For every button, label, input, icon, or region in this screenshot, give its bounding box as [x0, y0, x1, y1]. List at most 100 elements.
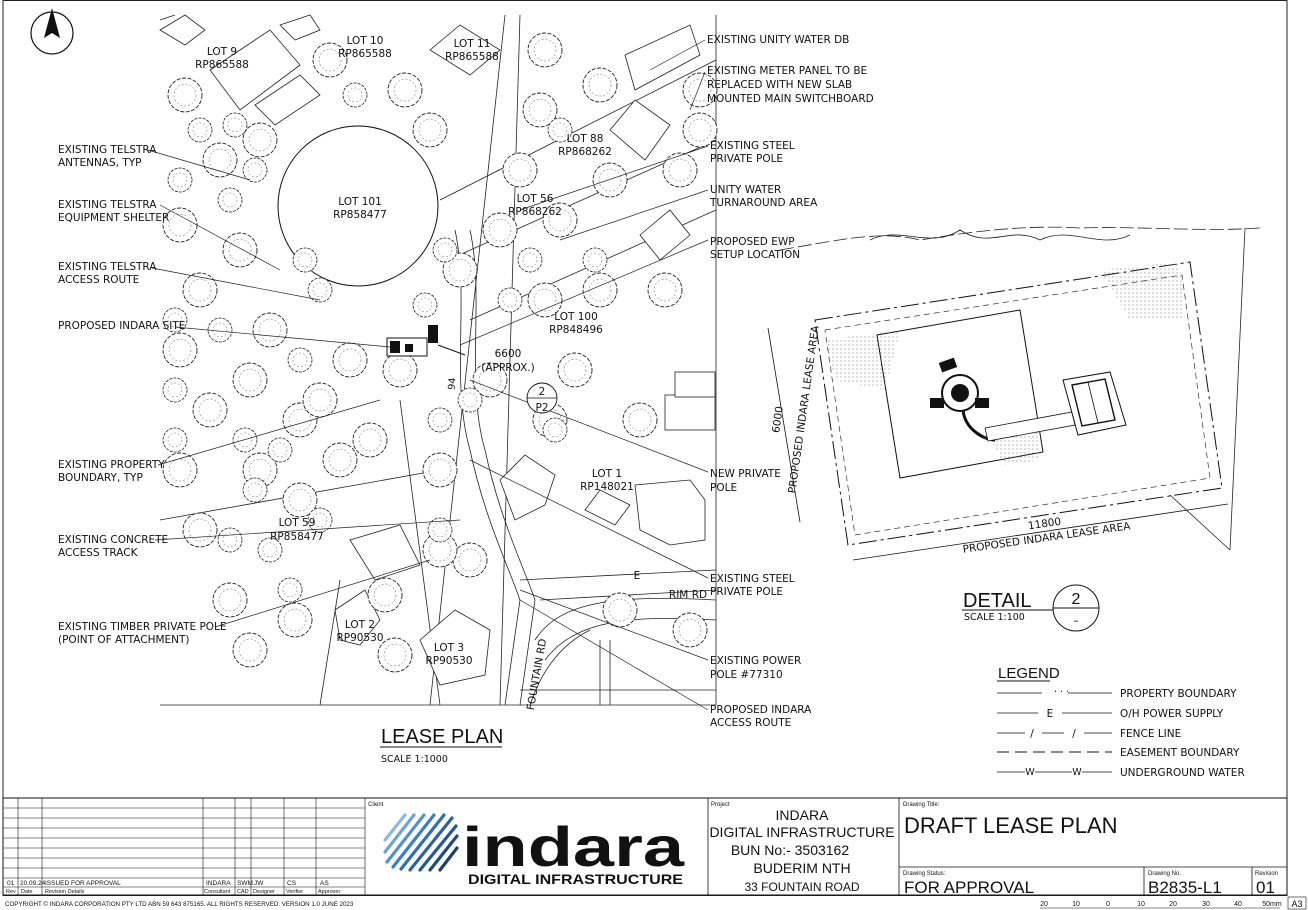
scale-tick: 30 [1202, 901, 1210, 908]
lot-label: LOT 3 [434, 642, 464, 654]
cad-cell: SWM [237, 880, 253, 887]
revision-value: 01 [1256, 878, 1275, 897]
svg-text:W: W [1072, 767, 1082, 778]
client-label: Client [368, 802, 384, 808]
callout-line: (POINT OF ATTACHMENT) [58, 634, 190, 646]
lot-101-tank [277, 125, 439, 287]
callout-line: EXISTING CONCRETE [58, 534, 168, 546]
svg-text:· · ·: · · · [1054, 687, 1069, 698]
project-info: INDARA DIGITAL INFRASTRUCTURE BUN No:- 3… [709, 807, 894, 894]
scale-tick: 10 [1137, 901, 1145, 908]
lot-rp: RP865588 [195, 59, 249, 71]
scale-tick: 0 [1106, 901, 1110, 908]
lot-rp: RP868262 [508, 206, 562, 218]
drawing-status: FOR APPROVAL [904, 878, 1034, 897]
lease-plan-scale: SCALE 1:1000 [381, 754, 448, 765]
callout-line: EXISTING TELSTRA [58, 261, 157, 273]
callout-line: PRIVATE POLE [710, 153, 783, 165]
callout-line: SETUP LOCATION [710, 249, 800, 261]
rev-cell: 01 [7, 880, 15, 887]
legend-label: O/H POWER SUPPLY [1120, 708, 1224, 720]
header-rev: Rev [6, 889, 16, 895]
detail-ref-number: 2 [1072, 591, 1081, 608]
lot-label: LOT 9 [207, 46, 237, 58]
leader-lines-left [147, 149, 461, 628]
detail-ref-number: 2 [539, 386, 546, 398]
dimension-approx: (APPROX.) [481, 362, 534, 374]
callout-line: EXISTING UNITY WATER DB [707, 34, 849, 46]
legend-mark: / [1030, 728, 1034, 740]
callout-line: ACCESS ROUTE [710, 717, 791, 729]
road-label-fountain-rd: FOUNTAIN RD [525, 638, 549, 711]
lot-rp: RP858477 [270, 531, 324, 543]
legend-item-oh-power: E O/H POWER SUPPLY [997, 708, 1224, 720]
callout-line: BOUNDARY, TYP [58, 472, 143, 484]
legend-mark: E [1047, 708, 1054, 720]
svg-text:/: / [1072, 728, 1076, 740]
lease-plan-title: LEASE PLAN [381, 726, 503, 748]
callout-line: POLE [710, 482, 737, 494]
legend-label: UNDERGROUND WATER [1120, 767, 1245, 779]
dimension-6600: 6600 [495, 348, 522, 360]
project-label: Project [711, 802, 730, 808]
callout-line: PRIVATE POLE [710, 586, 783, 598]
title-block: 01 20.09.24 ISSUED FOR APPROVAL INDARA S… [2, 797, 1288, 897]
verifier-cell: CS [287, 880, 297, 887]
site-plan: 2 P2 6600 (APPROX.) RIM RD FOUNTAIN RD E… [58, 14, 874, 765]
callout-line: EXISTING STEEL [710, 573, 795, 585]
drawing-no: B2835-L1 [1148, 878, 1222, 897]
scale-tick: 40 [1234, 901, 1242, 908]
callout-line: POLE #77310 [710, 669, 783, 681]
road-label-rim-rd: RIM RD [669, 589, 707, 601]
detail-dim-width: 11800 [1027, 516, 1062, 533]
lot-label: LOT 59 [279, 517, 316, 529]
callout-line: REPLACED WITH NEW SLAB [707, 79, 852, 91]
callout-line: EXISTING POWER [710, 655, 801, 667]
scale-tick: 10 [1072, 901, 1080, 908]
lot-rp: RP90530 [425, 655, 472, 667]
lot-rp: RP858477 [333, 209, 387, 221]
logo-word: indara [462, 815, 685, 878]
project-line: 33 FOUNTAIN ROAD [744, 880, 859, 894]
lot-label: LOT 100 [554, 311, 598, 323]
drawing-title-label: Drawing Title: [903, 802, 940, 808]
legend-title: LEGEND [998, 665, 1060, 682]
header-approver: Approver [318, 889, 340, 895]
consultant-cell: INDARA [206, 880, 231, 887]
revision-row: 01 20.09.24 ISSUED FOR APPROVAL INDARA S… [7, 880, 329, 887]
callout-line: ACCESS TRACK [58, 547, 139, 559]
lot-label: LOT 1 [592, 468, 622, 480]
lot-label: LOT 101 [338, 196, 382, 208]
header-cad: CAD [237, 889, 249, 895]
callouts-left: EXISTING TELSTRA ANTENNAS, TYP EXISTING … [58, 144, 227, 646]
callout-line: PROPOSED INDARA SITE [58, 320, 185, 332]
header-date: Date [21, 889, 33, 895]
detail-dim-height: 6000 [770, 406, 786, 434]
legend-label: PROPERTY BOUNDARY [1120, 688, 1237, 700]
approver-cell: AS [320, 880, 329, 887]
details-cell: ISSUED FOR APPROVAL [45, 880, 121, 887]
legend-item-property-boundary: · · · PROPERTY BOUNDARY [997, 687, 1237, 700]
header-consultant: Consultant [204, 889, 231, 895]
revision-label: Revision [1255, 871, 1278, 877]
lot-rp: RP90530 [336, 632, 383, 644]
legend-item-fence: / / FENCE LINE [997, 728, 1181, 740]
scale-bar: 20 10 0 10 20 30 40 50mm [1040, 901, 1282, 909]
revision-headers: Rev Date Revision Details Consultant CAD… [6, 889, 340, 895]
lot-labels: LOT 9 RP865588 LOT 10 RP865588 LOT 11 RP… [195, 35, 634, 667]
detail-side-label: PROPOSED INDARA LEASE AREA [786, 324, 822, 494]
callout-line: EQUIPMENT SHELTER [58, 212, 169, 224]
detail-plan: 6000 PROPOSED INDARA LEASE AREA 11800 PR… [767, 226, 1261, 632]
detail-title: DETAIL [963, 590, 1032, 612]
callout-line: TURNAROUND AREA [709, 197, 818, 209]
drawing-title: DRAFT LEASE PLAN [904, 813, 1118, 838]
project-line: DIGITAL INFRASTRUCTURE [709, 824, 894, 840]
lot-rp: RP148021 [580, 481, 634, 493]
callout-line: PROPOSED INDARA [710, 704, 812, 716]
callout-line: MOUNTED MAIN SWITCHBOARD [707, 93, 874, 105]
legend: LEGEND · · · PROPERTY BOUNDARY E O/H POW… [997, 665, 1245, 779]
callout-line: NEW PRIVATE [710, 468, 781, 480]
project-line: BUN No:- 3503162 [731, 842, 850, 858]
detail-ref-sheet: P2 [535, 402, 548, 414]
